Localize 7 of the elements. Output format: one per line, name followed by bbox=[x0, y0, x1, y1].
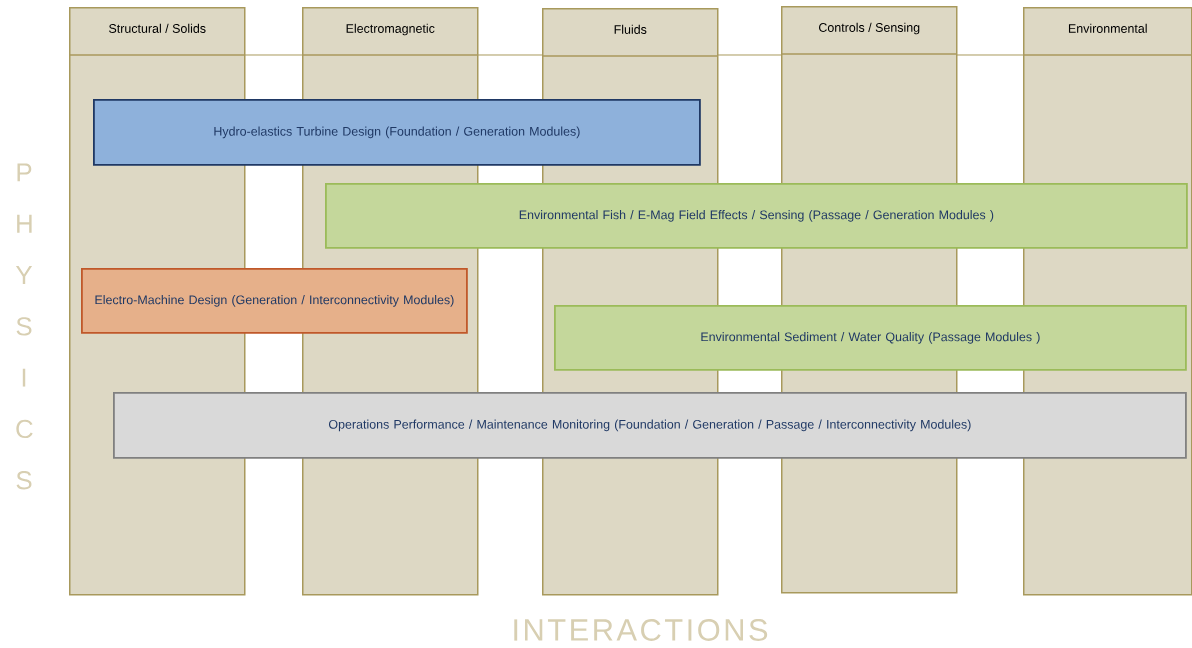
topic-band: Environmental Fish / E-Mag Field Effects / Sensing (Passage / Generation Modules ) bbox=[325, 183, 1188, 249]
axis-title: PHYSICS bbox=[15, 163, 33, 490]
topic-band: Hydro-elastics Turbine Design (Foundation / Generation Modules) bbox=[93, 99, 701, 166]
axis-title: INTERACTIONS bbox=[514, 619, 768, 641]
topic-band: Environmental Sediment / Water Quality (Passage Modules ) bbox=[554, 305, 1187, 371]
topic-band: Electro-Machine Design (Generation / Interconnectivity Modules) bbox=[81, 268, 468, 334]
topic-band: Operations Performance / Maintenance Monitoring (Foundation / Generation / Passage / Interconnectivity Modules) bbox=[113, 392, 1187, 459]
